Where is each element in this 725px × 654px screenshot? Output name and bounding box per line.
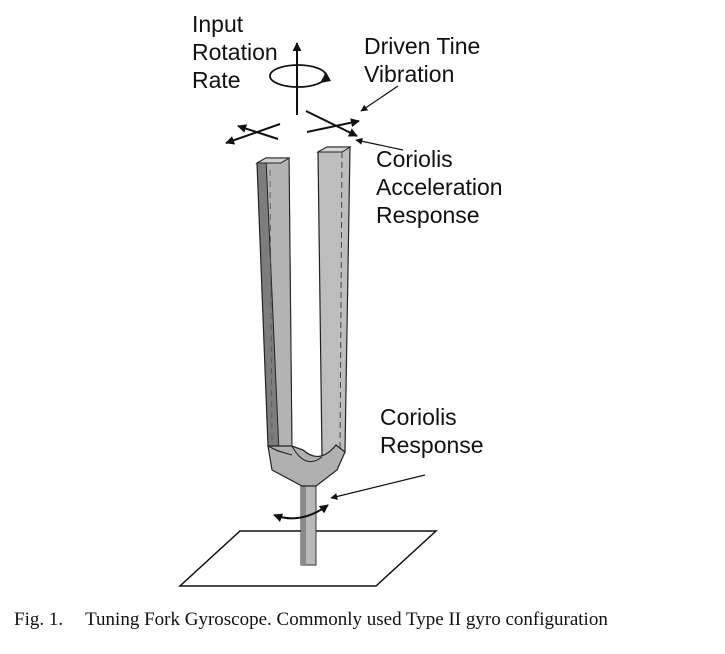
right-tine-vibration-arrow [305,110,358,137]
figure-number: Fig. 1. [14,609,64,630]
right-tine [317,146,351,459]
driven-tine-leader [360,85,399,112]
figure-caption: Fig. 1. Tuning Fork Gyroscope. Commonly u… [14,609,608,631]
tuning-fork-diagram [178,42,438,587]
caption-text: Tuning Fork Gyroscope. Commonly used Typ… [85,609,608,630]
coriolis-acceleration-leader [355,137,404,151]
coriolis-response-leader [330,474,426,500]
label-coriolis-response: Coriolis Response [380,404,484,458]
fork-yoke [267,444,346,487]
label-coriolis-acceleration-response: Coriolis Acceleration Response [376,146,503,228]
label-input-rotation-rate: Input Rotation Rate [192,11,278,93]
stem-rotation-arrow [273,504,329,523]
label-driven-tine-vibration: Driven Tine Vibration [364,33,481,87]
